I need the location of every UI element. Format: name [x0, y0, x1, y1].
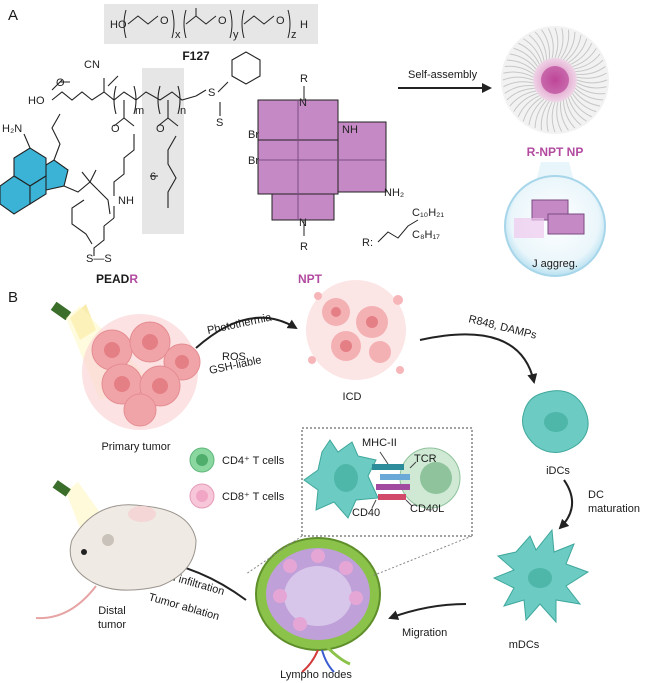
self-assembly-label: Self-assembly: [408, 69, 478, 81]
primary-tumor-graphic: [82, 314, 201, 430]
legend-cd4: CD4⁺ T cells: [222, 455, 285, 467]
npt-structure: [257, 86, 387, 236]
panel-label-a: A: [8, 7, 18, 24]
photothermia-label: Photothermia: [206, 311, 273, 337]
cd40l-label: CD40L: [410, 503, 444, 515]
svg-text:y: y: [233, 29, 239, 41]
j-aggregate-label: J aggreg.: [532, 258, 578, 270]
lymph-node-graphic: [255, 537, 381, 673]
nanoparticle-label: R-NPT NP: [527, 145, 584, 159]
nanoparticle-graphic: [501, 26, 609, 134]
mhc-label: MHC-II: [362, 437, 397, 449]
photothermia-arrow: [195, 316, 298, 349]
tumor-ablation-label: Tumor ablation: [147, 591, 220, 623]
svg-text:N: N: [299, 217, 307, 229]
svg-text:C₈H₁₇: C₈H₁₇: [412, 229, 440, 241]
svg-text:NH: NH: [342, 124, 358, 136]
idc-graphic: [522, 390, 589, 453]
dc-maturation-label-2: maturation: [588, 503, 640, 515]
svg-text:R:: R:: [362, 237, 373, 249]
svg-text:z: z: [291, 29, 297, 41]
svg-text:O: O: [156, 123, 165, 135]
cd40-label: CD40: [352, 507, 380, 519]
svg-text:6: 6: [150, 171, 156, 183]
svg-text:HO: HO: [28, 95, 45, 107]
panel-label-b: B: [8, 289, 18, 306]
legend-cd8: CD8⁺ T cells: [222, 491, 285, 503]
peadr-atoms: HO CN m n 6 H₂N NH S—S S S O O O: [2, 59, 223, 265]
svg-text:C₁₀H₂₁: C₁₀H₂₁: [412, 207, 444, 219]
svg-text:x: x: [175, 29, 181, 41]
svg-text:O: O: [218, 15, 227, 27]
svg-text:N: N: [299, 97, 307, 109]
svg-text:NH: NH: [118, 195, 134, 207]
svg-text:S—S: S—S: [86, 253, 112, 265]
svg-text:CN: CN: [84, 59, 100, 71]
svg-text:HO: HO: [110, 19, 127, 31]
migration-arrow: [388, 603, 467, 620]
svg-text:O: O: [56, 77, 65, 89]
svg-text:Br: Br: [248, 155, 259, 167]
svg-text:R: R: [300, 73, 308, 85]
svg-text:n: n: [180, 105, 186, 117]
r848-label: R848, DAMPs: [467, 313, 538, 342]
ros-label: ROS: [222, 351, 246, 363]
peadr-structure: [0, 51, 261, 256]
svg-text:S: S: [216, 117, 223, 129]
svg-text:H: H: [300, 19, 308, 31]
icd-label: ICD: [343, 391, 362, 403]
dc-maturation-arrow: [558, 479, 573, 530]
distal-tumor-label-1: Distal: [98, 605, 126, 617]
svg-text:R: R: [300, 241, 308, 253]
f127-label: F127: [182, 49, 210, 63]
distal-tumor-label-2: tumor: [98, 619, 126, 631]
icd-graphic: [306, 280, 406, 380]
npt-label: NPT: [298, 272, 323, 286]
svg-text:NH₂: NH₂: [384, 187, 404, 199]
mouse-graphic: [35, 480, 197, 620]
idcs-label: iDCs: [546, 465, 570, 477]
svg-text:m: m: [135, 105, 144, 117]
primary-tumor-label: Primary tumor: [101, 441, 170, 453]
j-aggregate-bubble: [504, 175, 606, 277]
svg-text:Br: Br: [248, 129, 259, 141]
lymph-node-label: Lympho nodes: [280, 669, 352, 681]
dc-maturation-label-1: DC: [588, 489, 604, 501]
mdc-graphic: [492, 528, 590, 624]
r848-arrow: [419, 333, 538, 384]
svg-text:H₂N: H₂N: [2, 123, 22, 135]
svg-text:O: O: [276, 15, 285, 27]
legend: [189, 447, 215, 509]
svg-text:O: O: [160, 15, 169, 27]
peadr-label: PEADR: [96, 272, 138, 286]
npt-atoms: R R Br Br NH N N NH₂ R: C₁₀H₂₁ C₈H₁₇: [248, 73, 444, 253]
immune-synapse-box: [245, 427, 473, 577]
svg-text:O: O: [111, 123, 120, 135]
f127-structure: HO O x O y O z H: [104, 4, 318, 44]
mdcs-label: mDCs: [509, 639, 540, 651]
tcr-label: TCR: [414, 453, 437, 465]
migration-label: Migration: [402, 627, 447, 639]
svg-text:S: S: [208, 87, 215, 99]
